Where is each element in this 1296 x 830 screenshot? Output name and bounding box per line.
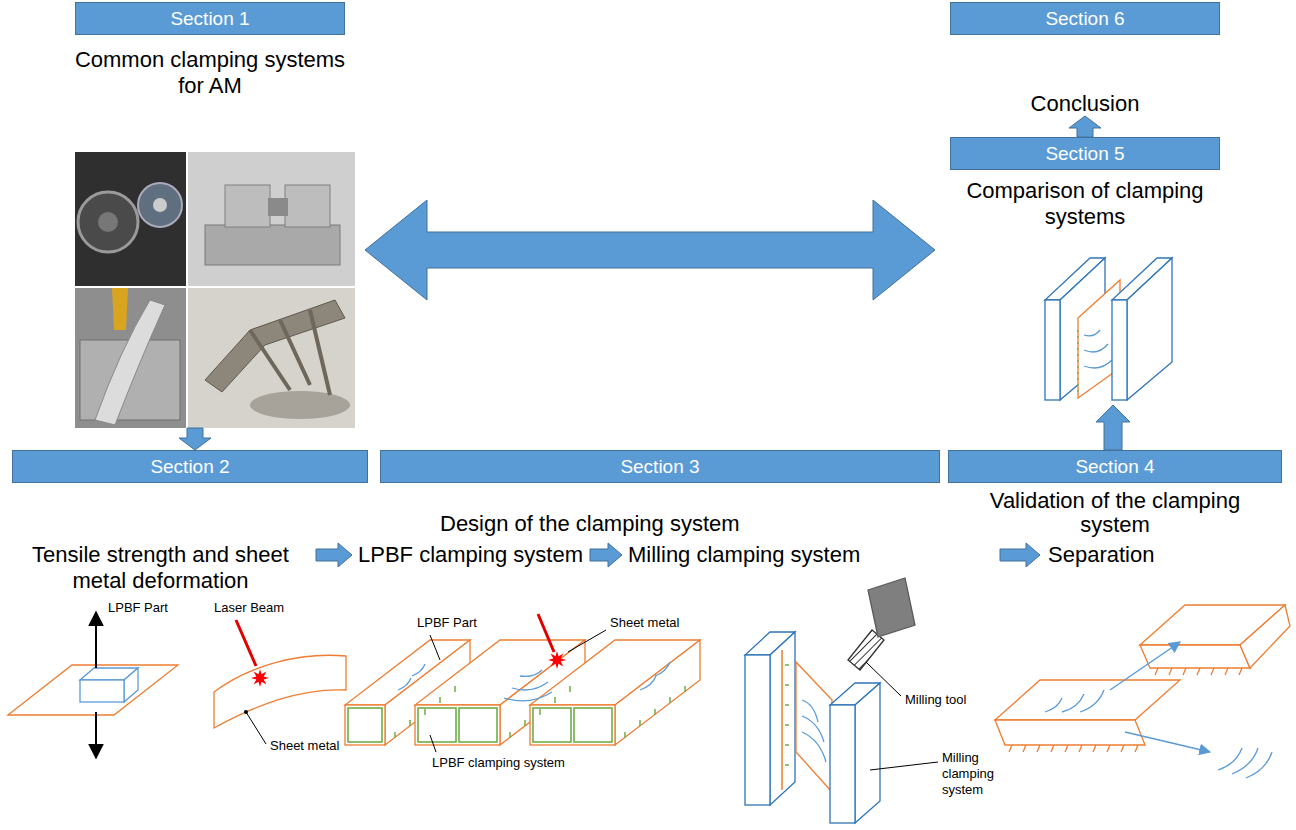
section-heading: Conclusion bbox=[935, 92, 1235, 116]
flow-arrow bbox=[316, 543, 1040, 567]
lpbf-clamping-figure bbox=[345, 614, 700, 752]
label-slot: LPBF clamping system bbox=[432, 755, 582, 771]
part-label: Sheet metal bbox=[610, 615, 679, 630]
block-arrow bbox=[1069, 116, 1101, 137]
laser-sheet-figure bbox=[214, 620, 346, 744]
section-bar: Section 2 bbox=[12, 450, 368, 483]
section-title: Section 1 bbox=[170, 8, 249, 29]
section-title: Section 5 bbox=[1045, 143, 1124, 164]
section-node: Section 5 Comparison of clamping systems bbox=[935, 137, 1235, 405]
section-node: Section 2 bbox=[12, 450, 368, 483]
photo-collage bbox=[75, 152, 355, 428]
step-label: LPBF clamping system bbox=[358, 542, 583, 567]
section-title: Section 6 bbox=[1045, 8, 1124, 29]
part-label: Sheet metal bbox=[270, 738, 339, 753]
section-node: Section 3 Design of the clamping system bbox=[380, 450, 940, 537]
section-node: Section 4 Validation of the clamping syst… bbox=[948, 450, 1282, 537]
part-label: Laser Beam bbox=[214, 600, 284, 615]
label-slot: Milling clamping system bbox=[942, 750, 1004, 798]
part-label: LPBF Part bbox=[108, 600, 168, 615]
label-slot: Sheet metal bbox=[610, 615, 690, 631]
label-slot: Tensile strength and sheet metal deforma… bbox=[8, 542, 313, 594]
section-bar: Section 5 bbox=[950, 137, 1220, 170]
section-title: Section 2 bbox=[150, 456, 229, 477]
label-slot: Milling tool bbox=[905, 692, 985, 708]
section-node: Section 1 Common clamping systems for AM bbox=[55, 2, 365, 428]
section-title: Section 4 bbox=[1075, 456, 1154, 477]
part-label: Milling clamping system bbox=[942, 750, 994, 797]
label-slot: LPBF Part bbox=[108, 600, 188, 616]
section-heading: Design of the clamping system bbox=[440, 511, 920, 537]
section-heading: Validation of the clamping system bbox=[965, 489, 1265, 537]
part-label: LPBF Part bbox=[417, 615, 477, 630]
section-bar: Section 6 bbox=[950, 2, 1220, 35]
part-label: Milling tool bbox=[905, 692, 966, 707]
block-arrow bbox=[179, 428, 211, 450]
label-slot: LPBF Part bbox=[417, 615, 487, 631]
part-label: LPBF clamping system bbox=[432, 755, 565, 770]
milling-figure bbox=[745, 578, 938, 823]
section-bar: Section 3 bbox=[380, 450, 940, 483]
label-slot: Milling clamping system bbox=[628, 542, 878, 568]
section-heading: Comparison of clamping systems bbox=[935, 178, 1235, 230]
label-slot: Laser Beam bbox=[214, 600, 304, 616]
separation-figure bbox=[995, 605, 1290, 778]
block-arrow bbox=[1096, 405, 1130, 450]
label-slot: Sheet metal bbox=[270, 738, 350, 754]
section-title: Section 3 bbox=[620, 456, 699, 477]
step-label: Milling clamping system bbox=[628, 542, 860, 567]
step-label: Separation bbox=[1048, 542, 1154, 567]
section-bar: Section 4 bbox=[948, 450, 1282, 483]
section-heading: Common clamping systems for AM bbox=[65, 47, 355, 99]
label-slot: LPBF clamping system bbox=[358, 542, 598, 568]
comparison-figure bbox=[1045, 258, 1172, 400]
label-slot: Separation bbox=[1048, 542, 1188, 568]
section-bar: Section 1 bbox=[75, 2, 345, 35]
section-node: Section 6 Conclusion bbox=[935, 2, 1235, 116]
step-label: Tensile strength and sheet metal deforma… bbox=[32, 542, 289, 593]
tensile-figure bbox=[8, 612, 178, 758]
block-arrow bbox=[365, 200, 935, 300]
